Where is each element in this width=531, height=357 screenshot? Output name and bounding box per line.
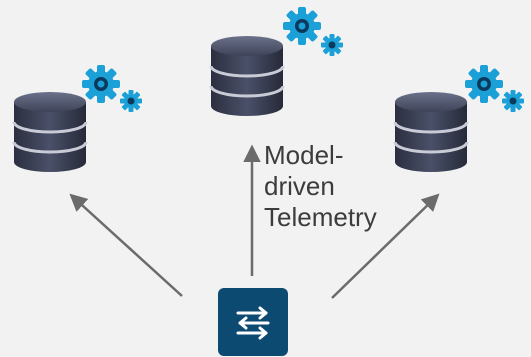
database-icon <box>12 90 88 174</box>
collector-left <box>12 65 142 174</box>
telemetry-label-line: Telemetry <box>264 202 377 232</box>
database-icon <box>209 34 285 118</box>
telemetry-label-line: Model- <box>264 140 344 170</box>
gear-icon <box>321 34 343 56</box>
arrow-to-right-collector <box>331 193 440 299</box>
gear-icon <box>283 7 321 45</box>
gear-icon <box>82 65 120 103</box>
collector-center <box>209 7 343 118</box>
gear-icon <box>120 90 142 112</box>
telemetry-label-line: driven <box>264 171 335 201</box>
telemetry-label: Model- driven Telemetry <box>264 140 404 233</box>
collector-right <box>393 65 524 174</box>
router <box>218 288 288 356</box>
gear-icon <box>502 90 524 112</box>
gear-icon <box>465 65 503 103</box>
database-icon <box>393 90 469 174</box>
arrow-to-left-collector <box>69 193 183 297</box>
switch-arrows-icon <box>236 306 270 340</box>
